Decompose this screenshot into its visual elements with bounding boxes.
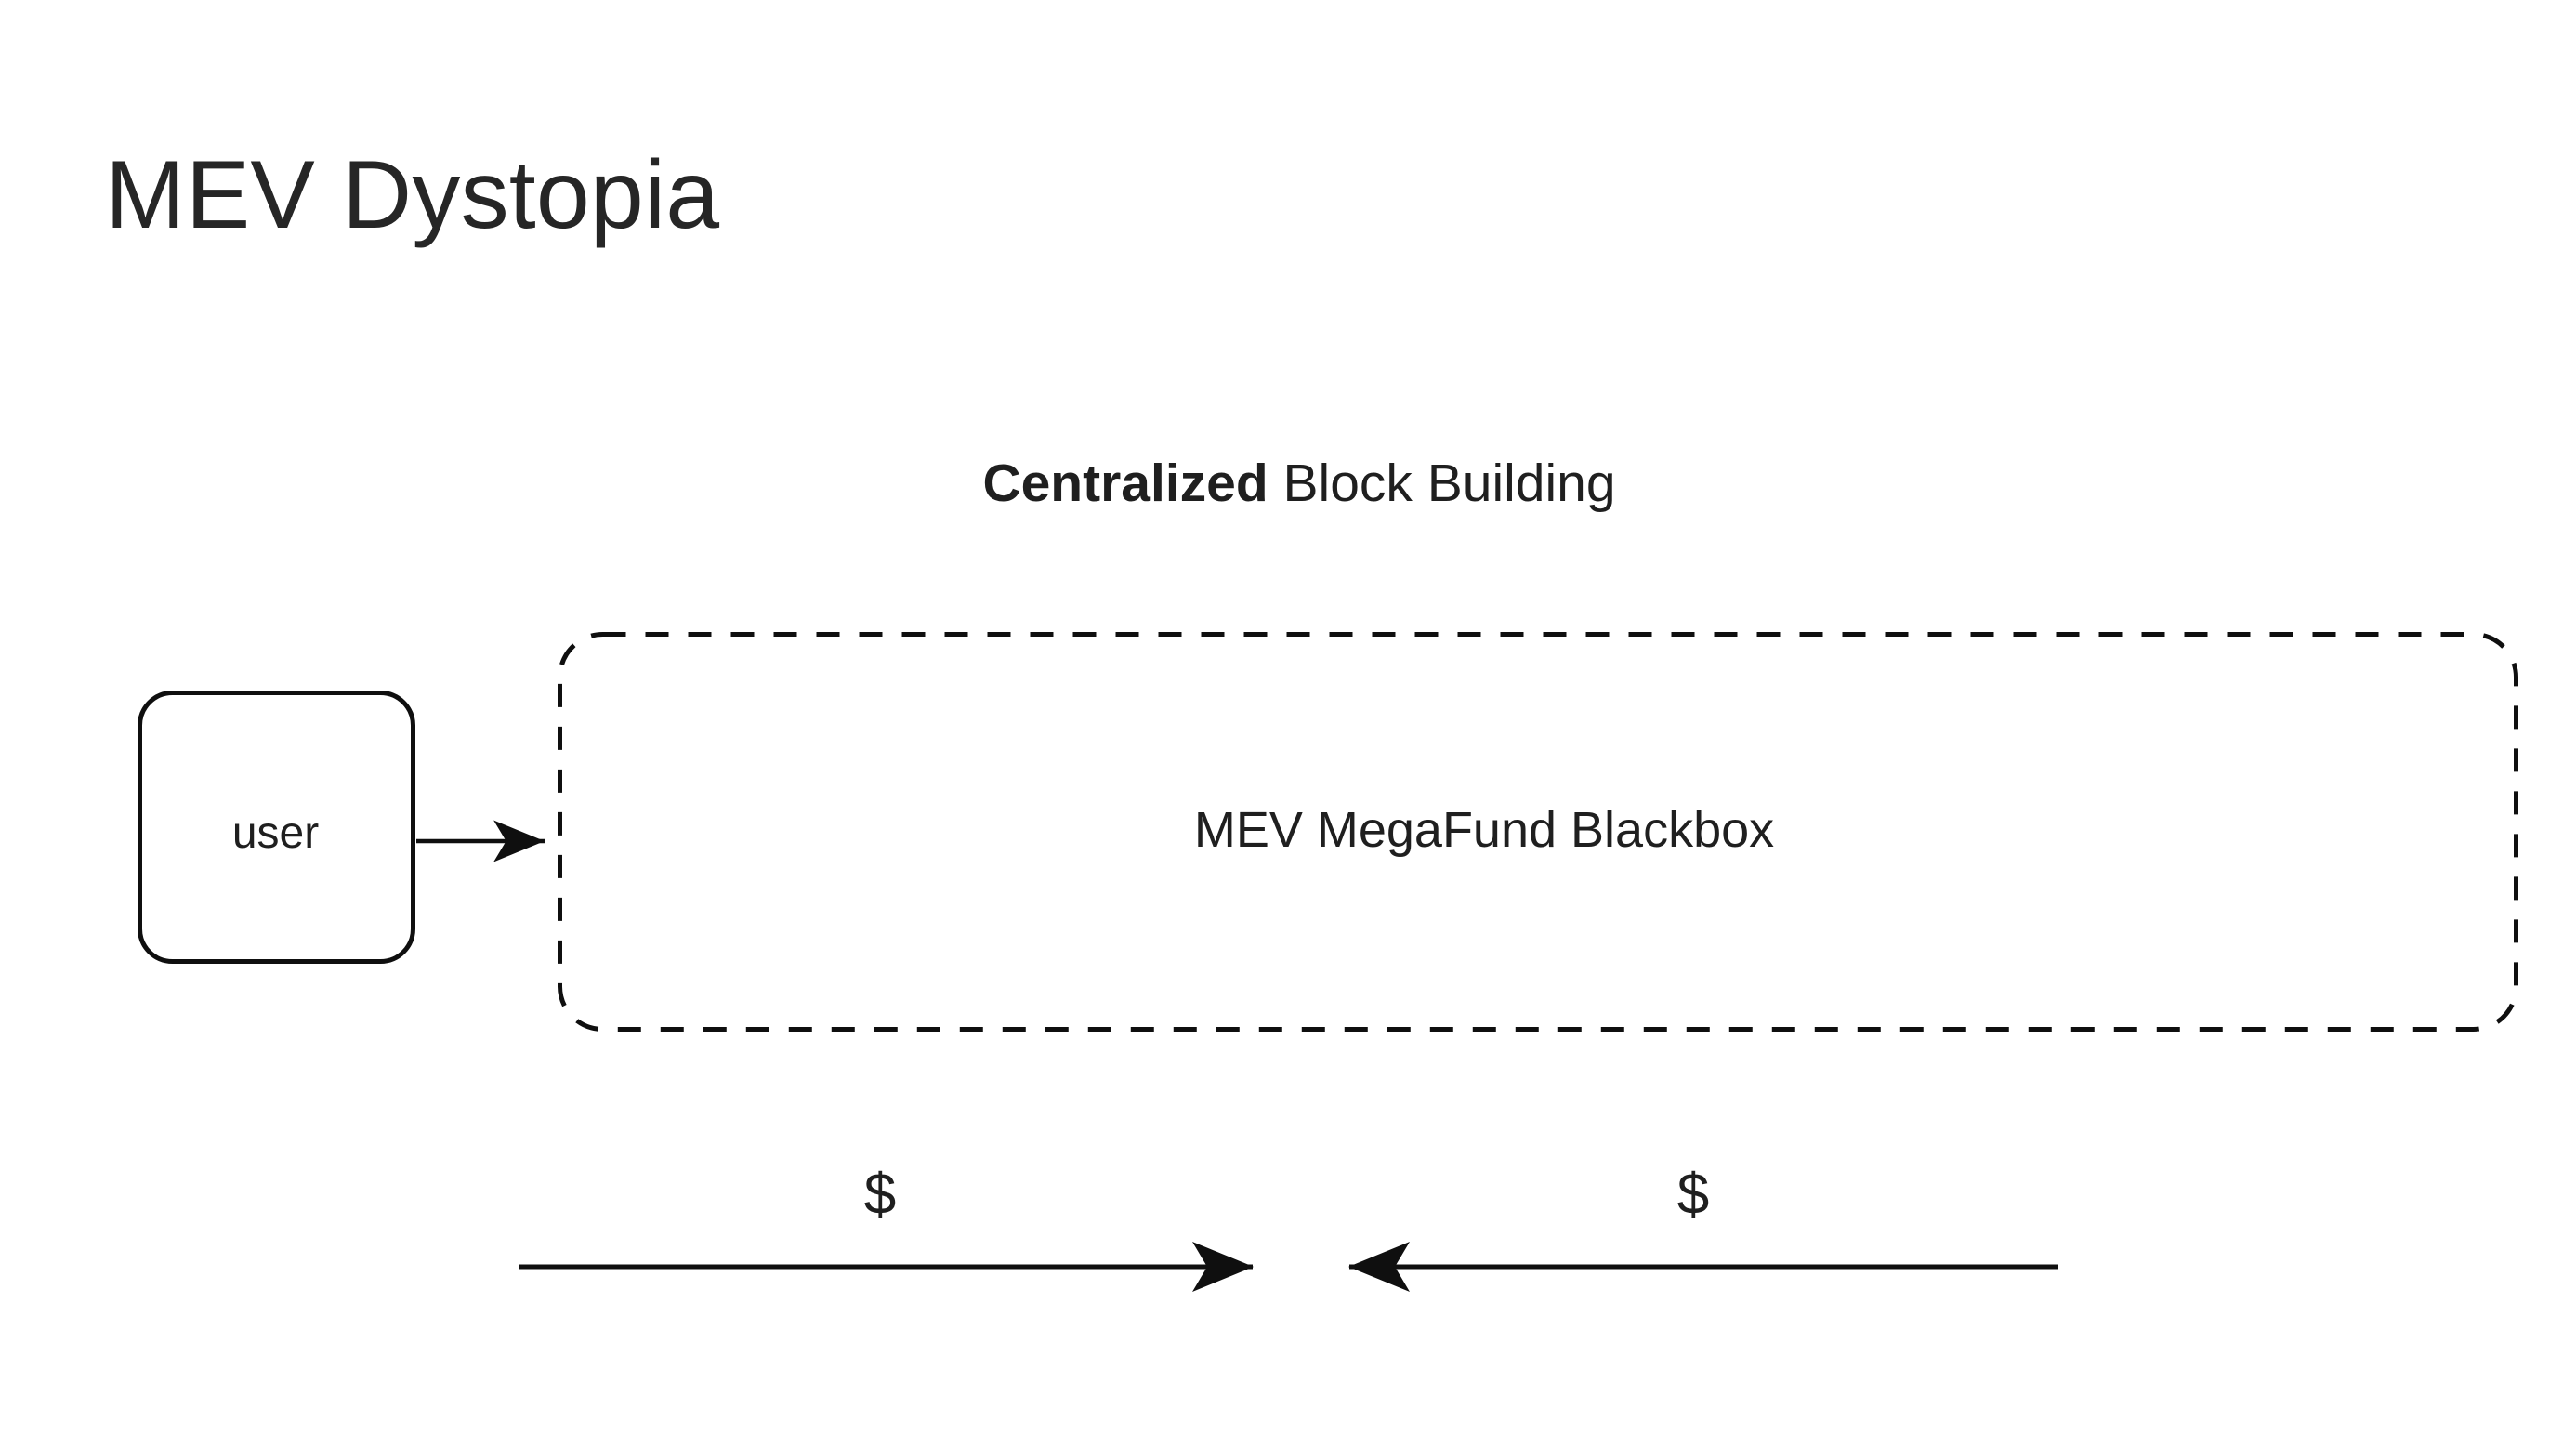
diagram-heading: Centralized Block Building	[0, 457, 2576, 510]
diagram-heading-rest: Block Building	[1268, 454, 1616, 513]
edge-label-value-in: $	[1676, 1163, 1710, 1227]
diagram-heading-emphasis: Centralized	[982, 454, 1268, 513]
node-user-label: user	[231, 809, 320, 858]
node-user-shape[interactable]	[138, 691, 415, 964]
page-title: MEV Dystopia	[105, 141, 720, 249]
node-blackbox-label: MEV MegaFund Blackbox	[1193, 802, 1775, 858]
edge-label-value-out: $	[863, 1163, 897, 1227]
node-blackbox-shape[interactable]	[558, 632, 2518, 1032]
